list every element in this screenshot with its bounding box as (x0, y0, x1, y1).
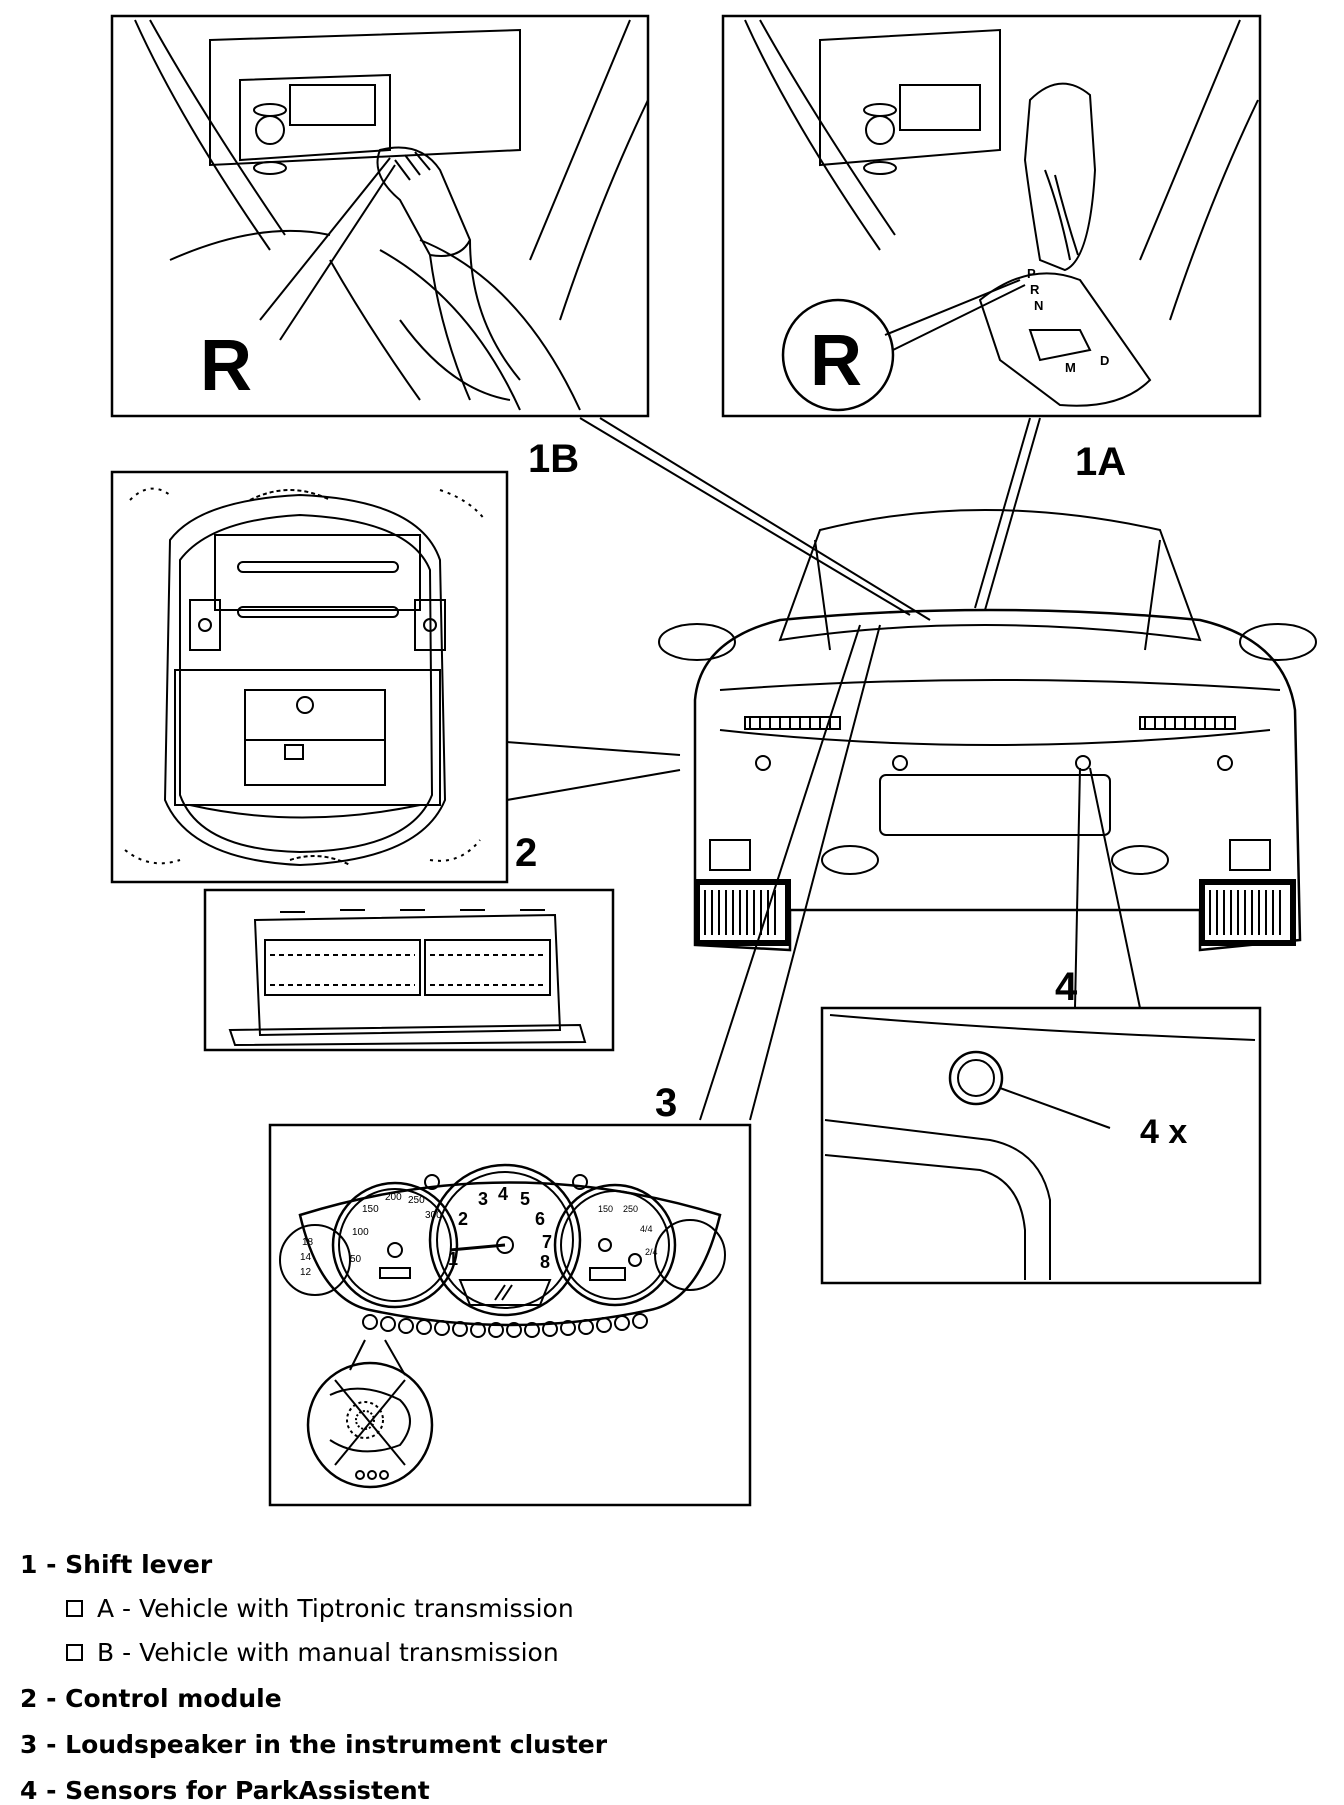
right-tick-44: 4/4 (640, 1224, 653, 1234)
tach-tick-5: 5 (520, 1189, 530, 1209)
callout-3: 3 (655, 1081, 677, 1125)
tach-tick-8: 8 (540, 1252, 550, 1272)
legend-item-2: 2 - Control module (20, 1684, 282, 1713)
parkassist-sensors (755, 755, 1233, 771)
gear-letter-r: R (1030, 282, 1040, 297)
speedo-tick-100: 100 (352, 1227, 369, 1238)
panel-4-sensor-detail (820, 1006, 1262, 1285)
gear-letter-d: D (1100, 353, 1109, 368)
speedo-tick-50: 50 (350, 1254, 362, 1265)
leader-1b (599, 417, 931, 621)
tach-tick-4: 4 (498, 1184, 508, 1204)
callout-4: 4 (1055, 965, 1078, 1009)
panel-2-connector-detail (203, 888, 615, 1052)
sensor-detail-inner (957, 1059, 995, 1097)
panel-1a-tiptronic-shift-lever: P R N M D R (721, 14, 1262, 418)
tach-tick-1: 1 (448, 1249, 458, 1269)
callout-1a: 1A (1075, 440, 1126, 484)
gear-letter-p: P (1027, 266, 1036, 281)
tach-tick-6: 6 (535, 1209, 545, 1229)
legend-item-1b: B - Vehicle with manual transmission (66, 1638, 559, 1667)
warning-light-row (362, 1174, 648, 1338)
leader-1a (974, 417, 1031, 609)
tach-tick-7: 7 (542, 1232, 552, 1252)
legend-item-4-label: 4 - Sensors for ParkAssistent (20, 1776, 430, 1805)
gear-letter-n: N (1034, 298, 1043, 313)
right-tick-250: 250 (623, 1204, 638, 1214)
oil-tick-2: 14 (300, 1252, 312, 1263)
right-tick-24: 2/4 (645, 1247, 658, 1257)
leader-4 (1074, 767, 1081, 1009)
car-rear-view (658, 509, 1317, 952)
legend-item-2-label: 2 - Control module (20, 1684, 282, 1713)
legend-item-3: 3 - Loudspeaker in the instrument cluste… (20, 1730, 607, 1759)
panel-1b-manual-shift-lever: R (110, 14, 650, 418)
legend-item-4: 4 - Sensors for ParkAssistent (20, 1776, 430, 1805)
legend-item-1: 1 - Shift lever (20, 1550, 212, 1579)
legend-item-1b-label: B - Vehicle with manual transmission (97, 1638, 559, 1667)
oil-tick-3: 12 (300, 1267, 312, 1278)
speedo-tick-150: 150 (362, 1204, 379, 1215)
gear-letter-m: M (1065, 360, 1076, 375)
right-tick-150: 150 (598, 1204, 613, 1214)
oil-tick-1: 18 (302, 1237, 314, 1248)
sensor-1 (755, 755, 771, 771)
callout-4x: 4 x (1140, 1113, 1187, 1151)
callout-1b: 1B (528, 437, 579, 481)
sensor-4 (1217, 755, 1233, 771)
panel-1a-r-label: R (810, 321, 862, 401)
speedo-tick-200: 200 (385, 1192, 402, 1203)
parkassist-component-diagram: R P R N M D R 1B 1A (110, 14, 1317, 1507)
tach-tick-3: 3 (478, 1189, 488, 1209)
legend-item-3-label: 3 - Loudspeaker in the instrument cluste… (20, 1730, 608, 1759)
checkbox-icon (66, 1643, 83, 1661)
sensor-2 (892, 755, 908, 771)
loudspeaker-detail (306, 1361, 434, 1489)
panel-3-instrument-cluster: 18 14 12 50 100 150 200 250 300 1 2 3 4 … (268, 1123, 752, 1507)
speedo-tick-250: 250 (408, 1195, 425, 1206)
legend-item-1-label: 1 - Shift lever (20, 1550, 213, 1579)
legend-item-1a: A - Vehicle with Tiptronic transmission (66, 1594, 574, 1623)
sensor-3 (1075, 755, 1091, 771)
legend-item-1a-label: A - Vehicle with Tiptronic transmission (97, 1594, 574, 1623)
panel-1b-r-label: R (200, 326, 252, 406)
sensor-detail-outer (948, 1050, 1004, 1106)
callout-2: 2 (515, 831, 537, 875)
tach-tick-2: 2 (458, 1209, 468, 1229)
checkbox-icon (66, 1599, 83, 1617)
panel-2-control-module (110, 470, 509, 884)
leader-3 (699, 624, 861, 1121)
